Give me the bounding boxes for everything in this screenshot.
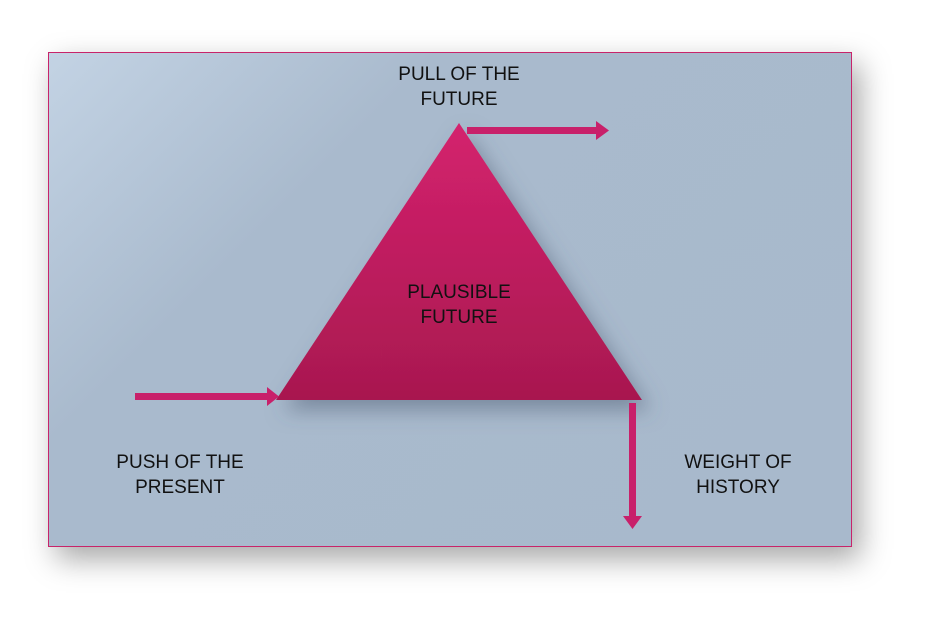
label-line: WEIGHT OF (684, 452, 792, 473)
plausible-future-triangle (276, 123, 642, 400)
plausible-future-label: PLAUSIBLE FUTURE (407, 280, 511, 330)
label-line: PULL OF THE (398, 64, 520, 85)
pull-arrow (467, 121, 609, 140)
push-arrow (135, 387, 279, 406)
label-line: HISTORY (696, 477, 780, 498)
label-line: PLAUSIBLE (407, 282, 511, 303)
label-line: PRESENT (135, 477, 225, 498)
label-line: FUTURE (420, 307, 498, 328)
weight-arrow (623, 403, 642, 529)
push-of-the-present-label: PUSH OF THE PRESENT (116, 450, 243, 500)
pull-of-the-future-label: PULL OF THE FUTURE (398, 62, 519, 112)
weight-of-history-label: WEIGHT OF HISTORY (684, 450, 791, 500)
label-line: PUSH OF THE (116, 452, 244, 473)
label-line: FUTURE (420, 89, 498, 110)
